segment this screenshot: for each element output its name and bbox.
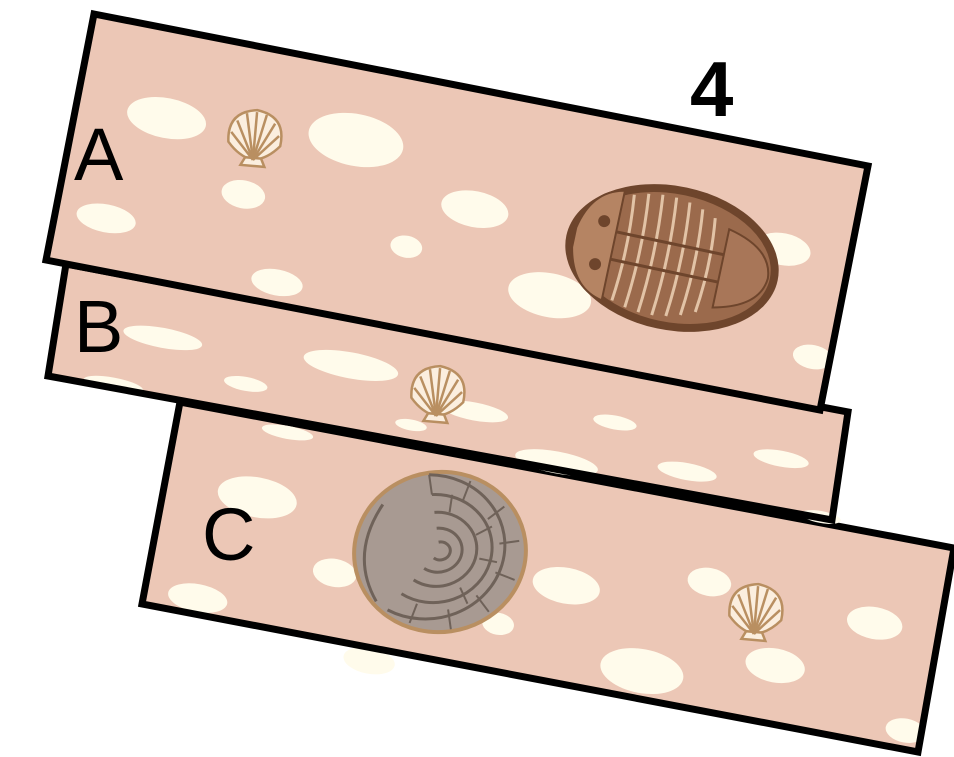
figure-number: 4	[690, 45, 733, 133]
layer-c-label: C	[202, 493, 255, 576]
layer-b-label: B	[74, 285, 123, 368]
layer-a-label: A	[74, 113, 124, 196]
